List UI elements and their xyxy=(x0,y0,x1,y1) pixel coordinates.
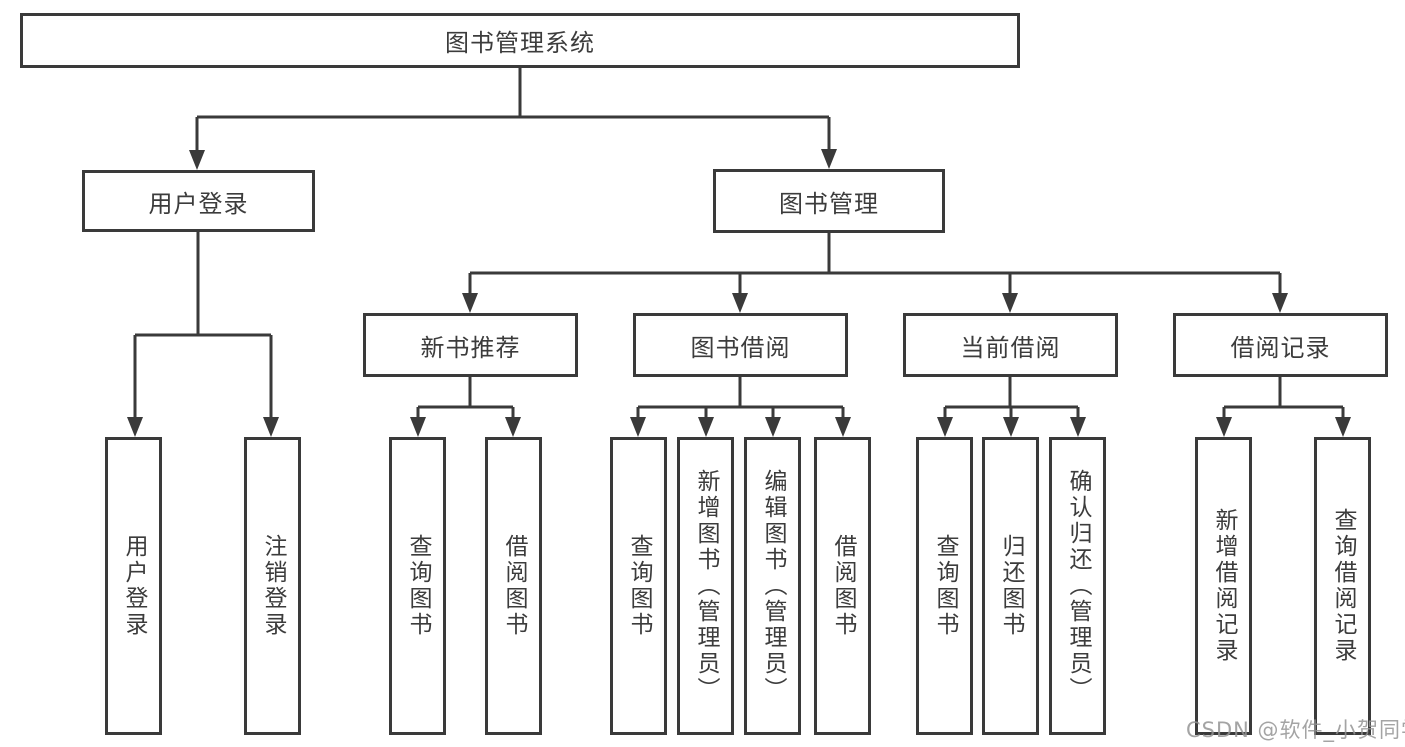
node-current-borrowing: 当前借阅 xyxy=(903,313,1118,377)
leaf-add-books-admin: 新增图书（管理员） xyxy=(677,437,734,735)
csdn-watermark: CSDN @软件_小贺同学 xyxy=(1186,718,1405,742)
leaf-edit-books-admin: 编辑图书（管理员） xyxy=(744,437,801,735)
leaf-query-books-current: 查询图书 xyxy=(916,437,973,735)
node-borrowing-records: 借阅记录 xyxy=(1173,313,1388,377)
leaf-confirm-return-admin: 确认归还（管理员） xyxy=(1049,437,1106,735)
node-new-book-recommendation: 新书推荐 xyxy=(363,313,578,377)
node-library-management-system: 图书管理系统 xyxy=(20,13,1020,68)
leaf-query-books-recommend: 查询图书 xyxy=(389,437,446,735)
leaf-borrow-books: 借阅图书 xyxy=(814,437,871,735)
leaf-query-borrow-record: 查询借阅记录 xyxy=(1314,437,1371,735)
leaf-return-books: 归还图书 xyxy=(982,437,1039,735)
leaf-logout: 注销登录 xyxy=(244,437,301,735)
node-book-borrowing: 图书借阅 xyxy=(633,313,848,377)
node-book-management: 图书管理 xyxy=(713,169,945,233)
leaf-user-login: 用户登录 xyxy=(105,437,162,735)
leaf-add-borrow-record: 新增借阅记录 xyxy=(1195,437,1252,735)
leaf-query-books-borrowing: 查询图书 xyxy=(610,437,667,735)
node-user-login: 用户登录 xyxy=(82,170,315,232)
arrowhead-icons xyxy=(127,149,1351,437)
leaf-borrow-books-recommend: 借阅图书 xyxy=(485,437,542,735)
